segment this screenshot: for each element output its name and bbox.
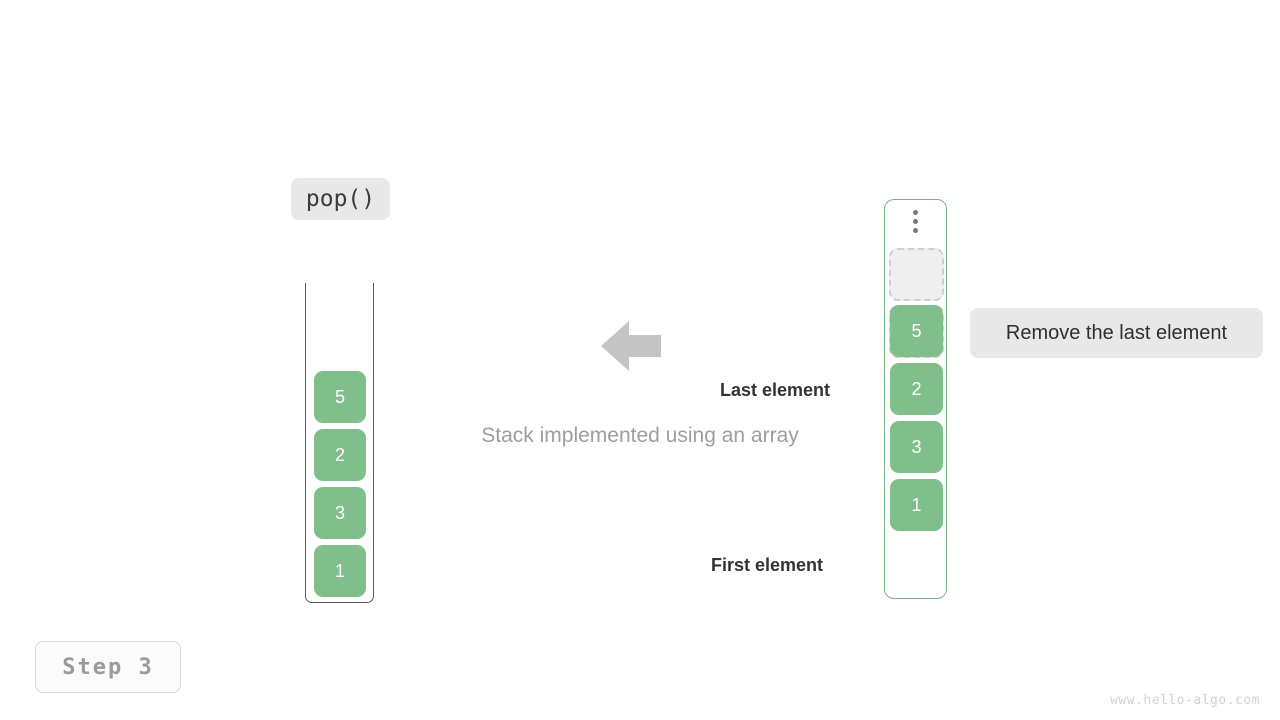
- vertical-ellipsis-icon: [885, 210, 946, 233]
- stack-element: 3: [314, 487, 366, 539]
- watermark: www.hello-algo.com: [1110, 693, 1260, 708]
- diagram-caption: Stack implemented using an array: [481, 424, 799, 447]
- array-element: 2: [890, 363, 943, 415]
- array-element: 3: [890, 421, 943, 473]
- operation-label-text: pop(): [305, 186, 376, 212]
- step-badge: Step 3: [35, 641, 181, 693]
- stack-container-outline: [305, 283, 374, 603]
- empty-slot: [889, 248, 944, 301]
- stack-element: 5: [314, 371, 366, 423]
- array-stack-cells: 5 2 3 1: [890, 305, 943, 531]
- array-element: 5: [890, 305, 943, 357]
- operation-label: pop(): [291, 178, 390, 220]
- abstract-stack: 5 2 3 1: [305, 283, 374, 603]
- last-element-annotation: Last element: [720, 380, 831, 400]
- abstract-stack-cells: 5 2 3 1: [314, 371, 366, 597]
- array-element: 1: [890, 479, 943, 531]
- callout-text: Remove the last element: [1005, 321, 1228, 344]
- callout-remove-last-element: Remove the last element: [970, 308, 1263, 358]
- first-element-annotation: First element: [711, 555, 824, 575]
- step-badge-text: Step 3: [62, 654, 154, 680]
- ellipsis-dot: [913, 210, 918, 215]
- ellipsis-dot: [913, 219, 918, 224]
- array-stack: 5 2 3 1: [884, 199, 947, 599]
- stack-element: 2: [314, 429, 366, 481]
- ellipsis-dot: [913, 228, 918, 233]
- stack-element: 1: [314, 545, 366, 597]
- left-arrow-icon: [601, 320, 661, 372]
